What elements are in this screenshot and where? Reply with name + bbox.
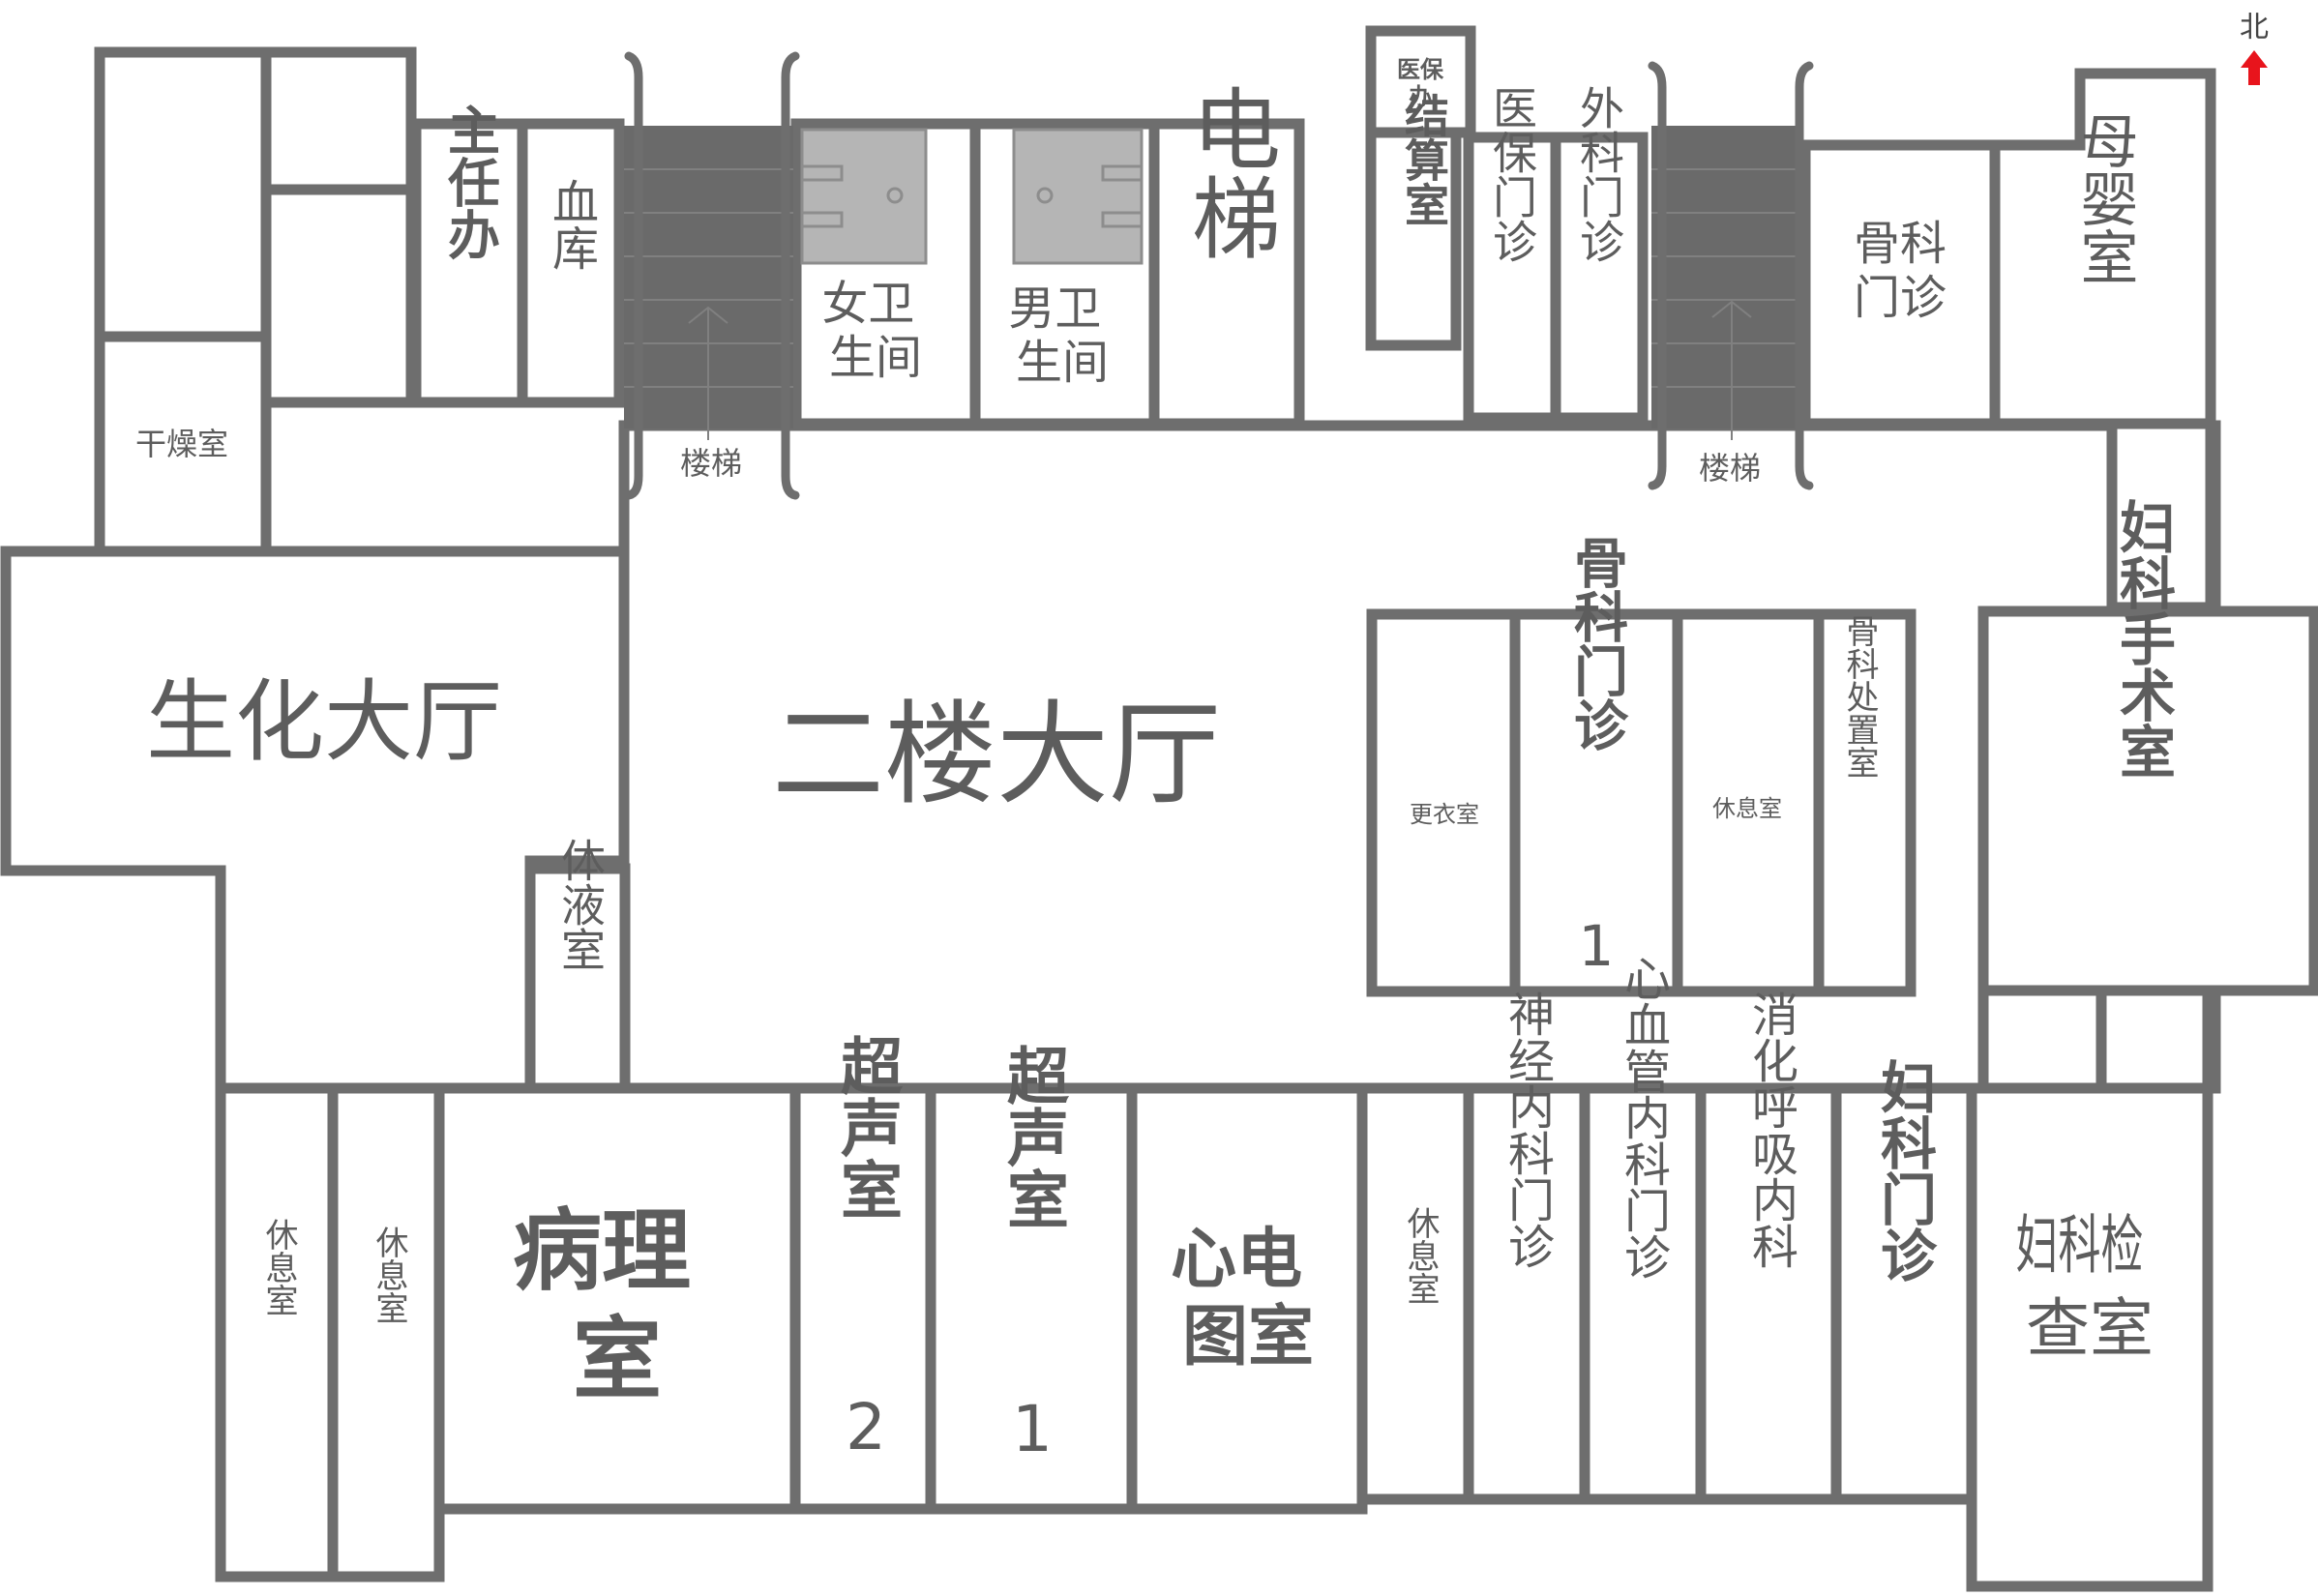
label-ultrasound-2: 超声室 bbox=[830, 1034, 903, 1220]
room-nw-1 bbox=[94, 46, 272, 342]
label-pathology-line2: 室 bbox=[573, 1308, 662, 1411]
room-rest-middle bbox=[1672, 608, 1825, 997]
compass-north-label: 北 bbox=[2240, 11, 2269, 44]
label-womens-restroom-line2: 生间 bbox=[829, 331, 922, 385]
label-womens-restroom-line1: 女卫 bbox=[821, 277, 914, 331]
label-ecg-room-line1: 心电 bbox=[1171, 1222, 1302, 1298]
label-insurance-office-line2: 办 bbox=[1409, 83, 1432, 110]
stairs-left bbox=[624, 51, 800, 500]
room-rest-south-c bbox=[1356, 1082, 1474, 1505]
room-gyn-surgery bbox=[1977, 606, 2318, 996]
label-mens-restroom-line2: 生间 bbox=[1016, 336, 1109, 390]
room-director-office bbox=[410, 118, 528, 408]
room-blood-bank bbox=[517, 118, 625, 408]
label-mens-restroom: 男卫 生间 bbox=[1008, 281, 1115, 390]
room-gastro-resp bbox=[1695, 1082, 1842, 1505]
label-womens-restroom: 女卫 生间 bbox=[821, 277, 929, 385]
label-gastro-resp: 消化呼吸内科 bbox=[1743, 990, 1798, 1269]
label-ortho-clinic-north: 骨科门诊 bbox=[1854, 217, 1947, 325]
room-insurance-office bbox=[1365, 25, 1476, 138]
label-ortho-clinic-1: 骨科门诊 bbox=[1565, 535, 1628, 752]
label-insurance-office: 医保办 bbox=[1397, 56, 1444, 110]
stairs-right-fill bbox=[1651, 126, 1801, 429]
label-gyn-clinic: 妇科门诊 bbox=[1871, 1058, 1937, 1283]
label-rest-room-south-a: 休息室 bbox=[259, 1218, 298, 1316]
label-ultrasound-1-num: 1 bbox=[1012, 1392, 1053, 1466]
label-surgery-clinic: 外科门诊 bbox=[1573, 85, 1625, 263]
room-gyn-exam bbox=[1966, 1082, 2214, 1592]
stairs-right bbox=[1648, 61, 1814, 490]
room-maternal bbox=[1989, 68, 2216, 429]
room-elevator bbox=[1148, 118, 1305, 429]
room-ortho-clinic-1 bbox=[1509, 608, 1683, 997]
label-pathology: 病理 室 bbox=[513, 1199, 722, 1411]
label-neurology: 神经内科门诊 bbox=[1500, 990, 1554, 1269]
north-arrow-icon bbox=[2241, 50, 2268, 85]
label-second-floor-hall: 二楼大厅 bbox=[772, 690, 1221, 820]
label-changing-room: 更衣室 bbox=[1410, 801, 1479, 828]
label-director-office: 主任办 bbox=[439, 103, 500, 260]
label-pathology-line1: 病理 bbox=[513, 1199, 691, 1303]
room-ultrasound-1 bbox=[925, 1082, 1138, 1515]
label-ultrasound-2-num: 2 bbox=[846, 1390, 886, 1464]
room-gyn-clinic bbox=[1830, 1082, 1977, 1505]
room-settlement bbox=[1365, 127, 1462, 351]
labels: 生化大厅 二楼大厅 干燥室 主任办 血库 楼梯 女卫 生间 男卫 生间 电梯 医… bbox=[135, 56, 2176, 1466]
room-gyn-surgery-ante-left bbox=[1977, 985, 2107, 1101]
room-nw-3 bbox=[260, 184, 417, 408]
walls bbox=[0, 25, 2318, 1592]
label-ortho-clinic-north-line1: 骨科 bbox=[1854, 217, 1947, 271]
label-stairs-right: 楼梯 bbox=[1699, 450, 1761, 487]
label-biochem-hall: 生化大厅 bbox=[146, 670, 502, 774]
label-rest-room-south-b: 休息室 bbox=[370, 1226, 408, 1324]
room-changing bbox=[1366, 608, 1521, 997]
label-cardiology: 心血管内科门诊 bbox=[1616, 955, 1670, 1280]
room-ultrasound-2 bbox=[789, 1082, 936, 1515]
label-mens-restroom-line1: 男卫 bbox=[1008, 281, 1101, 336]
label-ortho-treatment: 骨科处置室 bbox=[1840, 614, 1879, 779]
label-dry-room: 干燥室 bbox=[135, 426, 228, 462]
room-cardiology bbox=[1579, 1082, 1707, 1505]
label-ultrasound-1: 超声室 bbox=[996, 1044, 1069, 1229]
room-dry bbox=[94, 331, 272, 557]
room-gyn-surgery-ante-right bbox=[2095, 985, 2214, 1101]
label-gyn-exam-line1: 妇科检 bbox=[2016, 1208, 2144, 1283]
label-body-fluid-room: 体液室 bbox=[554, 838, 607, 971]
label-maternal-room: 母婴室 bbox=[2070, 111, 2138, 285]
room-rest-south-a bbox=[215, 1082, 339, 1582]
room-rest-south-b bbox=[327, 1082, 445, 1582]
label-gyn-exam-line2: 查室 bbox=[2026, 1291, 2154, 1366]
toilet-icon bbox=[800, 128, 928, 265]
label-settlement-room: 结算室 bbox=[1398, 93, 1450, 226]
label-blood-bank: 血库 bbox=[544, 178, 598, 271]
label-ecg-room-line2: 图室 bbox=[1182, 1299, 1314, 1375]
label-ortho-clinic-1-num: 1 bbox=[1579, 913, 1615, 979]
label-ecg-room: 心电 图室 bbox=[1171, 1222, 1325, 1375]
compass: 北 bbox=[2240, 11, 2269, 85]
label-gyn-exam: 妇科检 查室 bbox=[2016, 1208, 2164, 1366]
room-body-fluid bbox=[524, 863, 631, 1094]
toilet-icon bbox=[1012, 128, 1144, 265]
label-insurance-office-line1: 医保 bbox=[1397, 56, 1444, 83]
label-elevator: 电梯 bbox=[1177, 83, 1281, 261]
label-ortho-clinic-north-line2: 门诊 bbox=[1854, 271, 1947, 325]
room-surgery-clinic bbox=[1550, 132, 1649, 424]
label-rest-room-middle: 休息室 bbox=[1712, 795, 1782, 822]
label-rest-room-south-c: 休息室 bbox=[1401, 1206, 1440, 1305]
label-gyn-surgery: 妇科手术室 bbox=[2110, 498, 2176, 779]
label-insurance-clinic: 医保门诊 bbox=[1486, 85, 1538, 263]
room-ortho-treatment bbox=[1813, 608, 1917, 997]
restroom-fixtures bbox=[800, 128, 1144, 265]
room-nw-2 bbox=[260, 46, 417, 195]
label-stairs-left: 楼梯 bbox=[680, 445, 742, 482]
